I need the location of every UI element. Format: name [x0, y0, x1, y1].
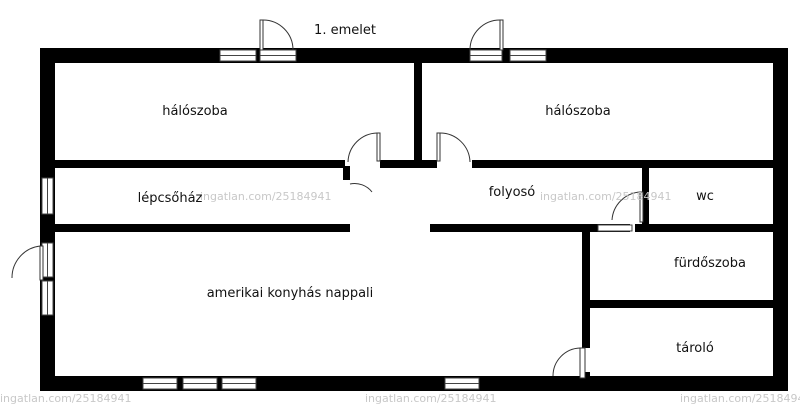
windows: [41, 49, 633, 390]
wall-stair-bottom: [55, 224, 350, 232]
wall-top: [40, 48, 788, 63]
door-bedroom-right: [436, 132, 471, 163]
wall-bedrooms-bottom-c: [472, 160, 773, 168]
watermark-mid-1: ingatlan.com/25184941: [200, 190, 332, 203]
wall-storage-left: [582, 372, 590, 380]
watermark-mid-2: ingatlan.com/25184941: [540, 190, 672, 203]
window-left-stair: [41, 177, 54, 215]
door-storage: [552, 347, 586, 379]
room-label-stairwell: lépcsőház: [138, 191, 203, 206]
room-label-bedroom-left: hálószoba: [162, 104, 228, 119]
room-label-corridor: folyosó: [489, 185, 536, 200]
wall-corridor-bottom-b: [635, 224, 773, 232]
wall-stair-right: [343, 166, 350, 180]
doors: [11, 19, 644, 379]
window-top-2: [469, 49, 547, 62]
interior-walls: [55, 63, 773, 380]
watermark-bottom-left: ingatlan.com/25184941: [0, 392, 132, 405]
wall-bath-left: [582, 224, 590, 348]
window-bottom-center: [444, 377, 480, 390]
door-stairwell: [349, 183, 373, 193]
wall-bath-bottom: [582, 300, 773, 308]
wall-corridor-bottom: [430, 224, 630, 232]
door-top-left: [259, 19, 294, 51]
watermark-bottom-right: ingatlan.com/25184941: [680, 392, 800, 405]
wall-wc-left: [642, 168, 649, 226]
wall-bedrooms-bottom-b: [380, 160, 437, 168]
door-bedroom-left: [347, 132, 381, 163]
door-living-left: [11, 245, 44, 281]
wall-right: [773, 48, 788, 391]
room-label-wc: wc: [696, 189, 714, 204]
wall-bedroom-divider: [414, 63, 422, 166]
wall-left: [40, 48, 55, 391]
window-bath-door-sill: [597, 224, 633, 232]
wall-bedrooms-bottom-a: [55, 160, 345, 168]
labels: 1. emelet hálószoba hálószoba lépcsőház …: [138, 23, 746, 356]
room-label-bedroom-right: hálószoba: [545, 104, 611, 119]
floor-title: 1. emelet: [314, 23, 376, 38]
room-label-living: amerikai konyhás nappali: [207, 286, 374, 301]
door-wc: [611, 191, 644, 223]
watermark-bottom-center: ingatlan.com/25184941: [365, 392, 497, 405]
room-label-storage: tároló: [676, 341, 714, 356]
window-bottom-living: [142, 377, 257, 390]
watermarks: ingatlan.com/25184941 ingatlan.com/25184…: [0, 190, 800, 405]
room-label-bathroom: fürdőszoba: [674, 256, 746, 271]
window-top-1: [219, 49, 297, 62]
door-top-right: [469, 19, 504, 51]
